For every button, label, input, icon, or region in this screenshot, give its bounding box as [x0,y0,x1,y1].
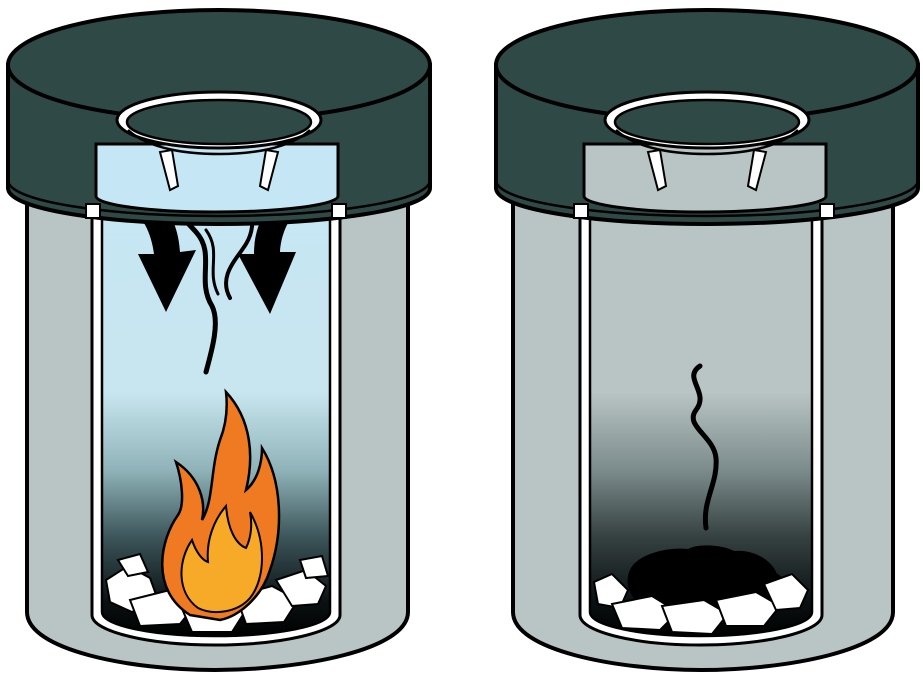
lid-icon [8,10,430,224]
lid-icon [496,10,918,224]
bin-extinguished [496,10,918,670]
bin-burning [8,10,430,670]
